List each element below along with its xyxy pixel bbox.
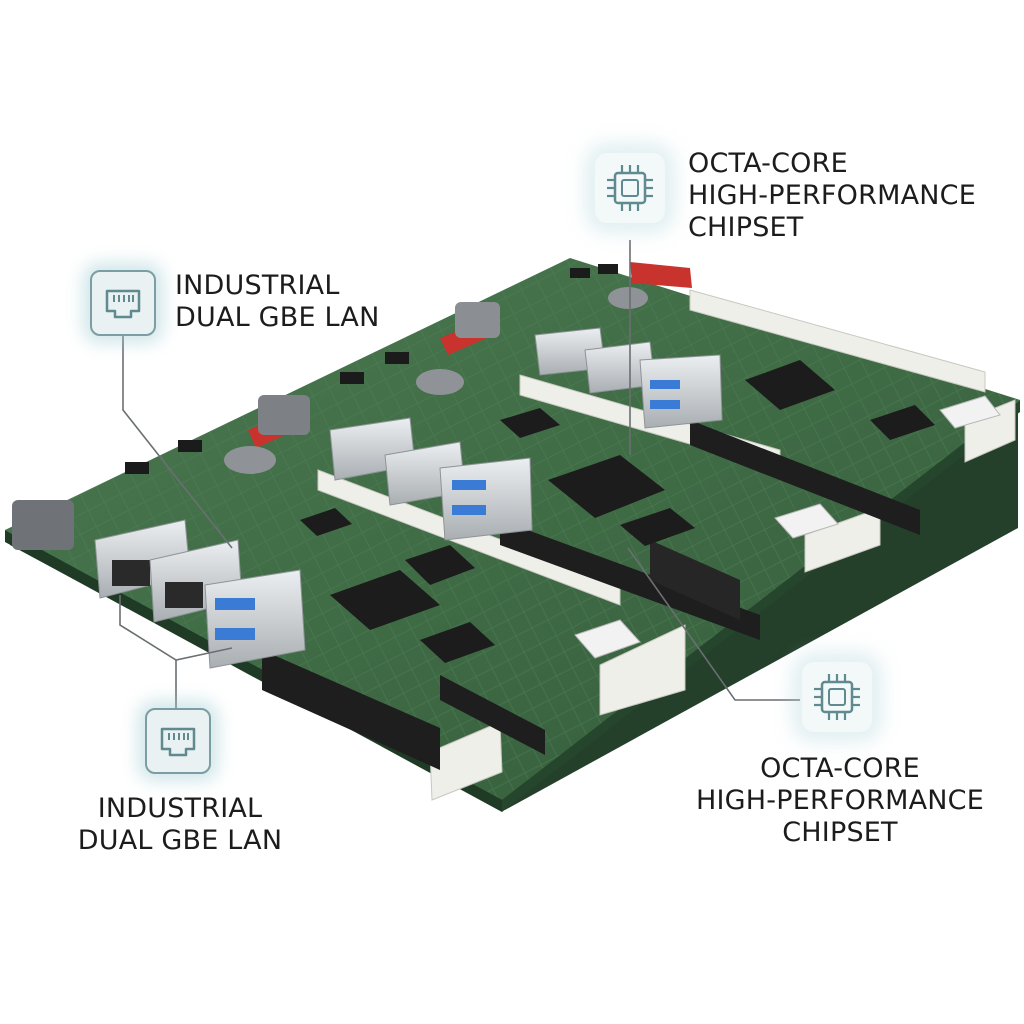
pin-headers bbox=[125, 264, 618, 474]
io-ports bbox=[12, 302, 723, 669]
lan-top-label: INDUSTRIAL DUAL GBE LAN bbox=[175, 270, 380, 333]
chipset-bottom-icon-box bbox=[802, 662, 872, 732]
ethernet-port-icon bbox=[160, 727, 196, 757]
ethernet-port-icon bbox=[105, 289, 141, 319]
lan-bottom-icon-box bbox=[145, 708, 211, 774]
chips bbox=[224, 287, 1001, 663]
leader-lines bbox=[119, 240, 800, 708]
chipset-bottom-label: OCTA-CORE HIGH-PERFORMANCE CHIPSET bbox=[696, 753, 984, 848]
chipset-top-label: OCTA-CORE HIGH-PERFORMANCE CHIPSET bbox=[688, 148, 976, 243]
black-slots bbox=[262, 420, 920, 770]
cpu-chip-icon bbox=[814, 674, 860, 720]
cpu-chip-icon bbox=[607, 165, 653, 211]
lan-top-icon-box bbox=[90, 270, 156, 336]
lan-bottom-label: INDUSTRIAL DUAL GBE LAN bbox=[77, 793, 283, 856]
chipset-top-icon-box bbox=[595, 153, 665, 223]
